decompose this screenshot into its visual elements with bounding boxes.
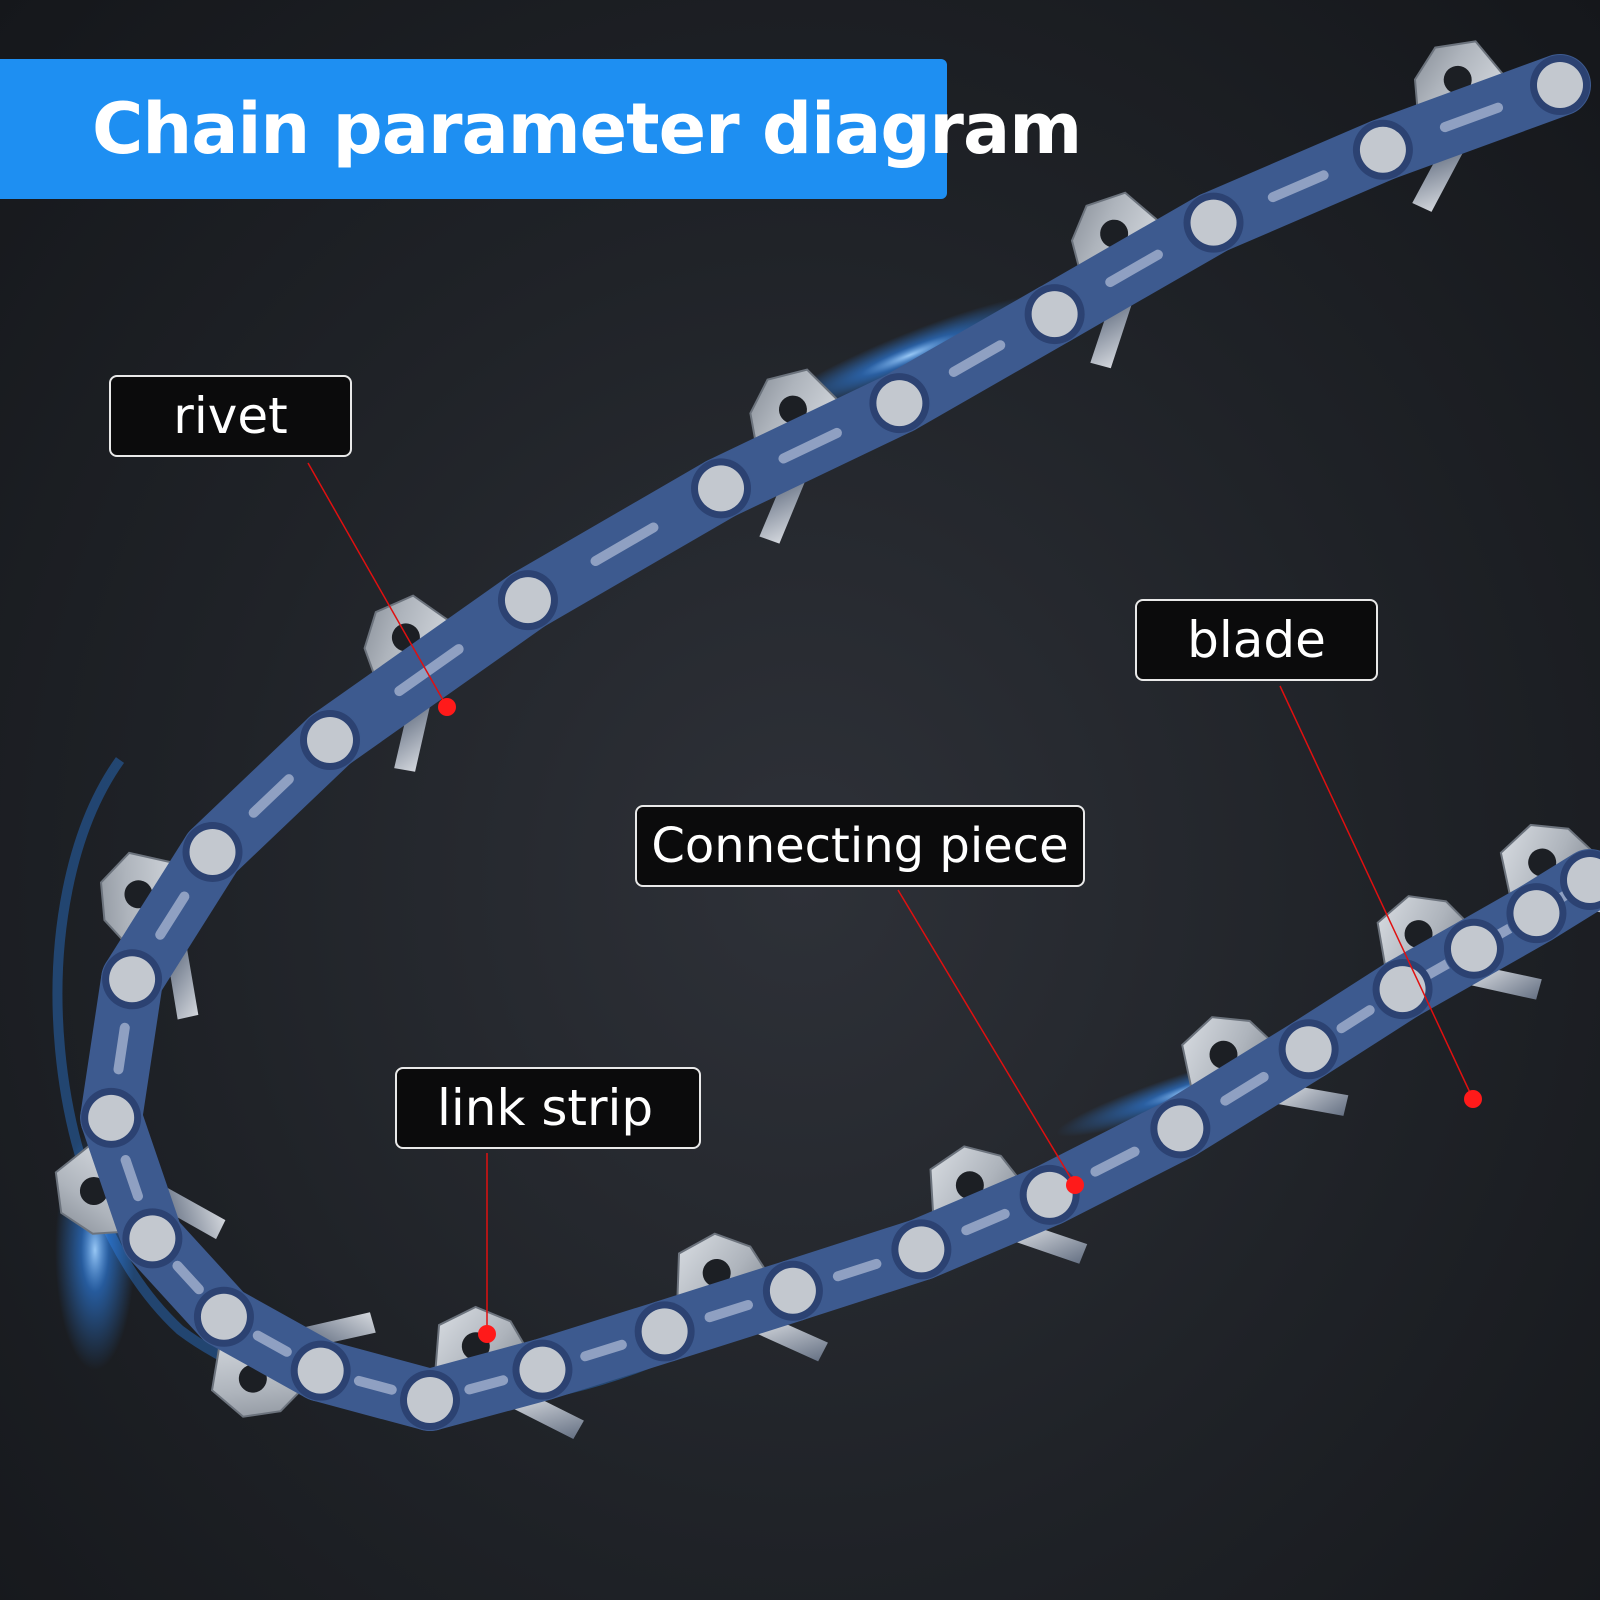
rivet-head (200, 1293, 247, 1340)
cutter-hole (1443, 65, 1472, 94)
blade-marker (1464, 1090, 1482, 1108)
link-slot (1267, 170, 1329, 203)
blade-label: blade (1135, 599, 1378, 681)
rivet-head (504, 577, 551, 624)
rivet-label: rivet (109, 375, 352, 457)
cutter-blade (394, 706, 430, 772)
link-slot (464, 1375, 509, 1395)
link-slot (704, 1299, 754, 1323)
cutter-blade (1412, 149, 1463, 212)
rivet-head (1450, 925, 1497, 972)
link-slot (252, 1330, 292, 1357)
link-slot (1220, 1071, 1269, 1106)
connecting-piece-marker (1066, 1176, 1084, 1194)
link-slot (778, 427, 842, 464)
link-slot (1336, 1005, 1375, 1034)
rivet-head (1567, 857, 1600, 903)
rivet-head (641, 1308, 688, 1355)
link-slot (1422, 957, 1454, 980)
rivet-head (876, 380, 923, 427)
chain-segment-upper (54, 40, 1591, 1431)
rivet-head (1190, 199, 1237, 246)
cutter-hole (702, 1258, 731, 1287)
rivet-head (407, 1377, 453, 1423)
blade-leader-line (1279, 685, 1474, 1100)
cutter-blade (1090, 304, 1132, 369)
link-slot (353, 1375, 397, 1395)
rivet-head (1379, 966, 1426, 1013)
rivet-head (698, 465, 745, 512)
rivet-head (1513, 890, 1560, 937)
link-strip-label: link strip (395, 1067, 701, 1149)
link-slot (155, 891, 190, 940)
link-slot (961, 1208, 1010, 1236)
link-slot (948, 340, 1006, 377)
cutter-blade (759, 481, 806, 544)
link-slot (1439, 102, 1504, 133)
link-slot (113, 1022, 130, 1075)
connecting-piece-leader-line (897, 889, 1076, 1186)
link-slot (580, 1339, 627, 1362)
cutter-blade (163, 1187, 226, 1240)
rivet-head (1031, 291, 1078, 338)
link-slot (394, 644, 464, 697)
rivet-head (1285, 1026, 1332, 1073)
rivet-head (1157, 1105, 1204, 1152)
link-slot (1105, 249, 1163, 288)
rivet-head (88, 1094, 135, 1141)
rivet-head (129, 1215, 176, 1262)
rivet-head (1359, 126, 1406, 173)
connecting-piece-label: Connecting piece (635, 805, 1085, 887)
rivet-head (1026, 1171, 1073, 1218)
rivet-head (769, 1267, 816, 1314)
link-slot (248, 774, 294, 818)
rivet-leader-line (307, 462, 448, 708)
link-slot (1090, 1146, 1140, 1177)
rivet-head (519, 1346, 566, 1393)
title-banner: Chain parameter diagram (0, 59, 1082, 199)
link-slot (832, 1258, 882, 1282)
link-slot (120, 1155, 143, 1202)
cutter-hole (79, 1177, 108, 1206)
link-slot (172, 1260, 204, 1295)
rivet-head (109, 956, 156, 1003)
link-slot (590, 522, 659, 567)
rivet-head (307, 717, 353, 763)
link-strip-marker (478, 1325, 496, 1343)
rivet-head (189, 828, 236, 875)
rivet-head (297, 1347, 344, 1394)
rivet-head (898, 1226, 945, 1273)
rivet-head (1537, 62, 1583, 108)
cutter-blade (513, 1393, 584, 1440)
page-title: Chain parameter diagram (92, 88, 1082, 170)
rivet-marker (438, 698, 456, 716)
